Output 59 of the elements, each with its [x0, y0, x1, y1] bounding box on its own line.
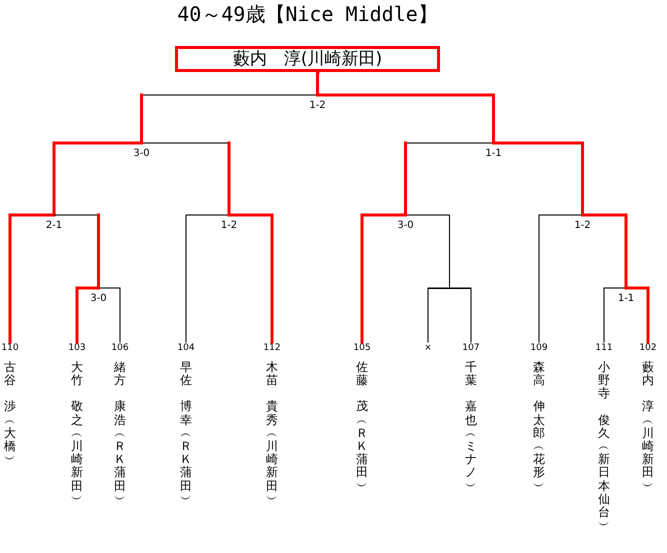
title: 40～49歳【Nice Middle】: [176, 2, 439, 26]
entry-number: 111: [595, 342, 613, 354]
entry-number: 106: [111, 342, 129, 354]
bracket-line: [449, 288, 472, 342]
player-name: 敬之︵川崎新田︶: [71, 400, 83, 506]
bracket-line: [8, 214, 56, 344]
entry-number: 112: [263, 342, 281, 354]
entry-number: 105: [353, 342, 371, 354]
bracket-line: [624, 286, 650, 344]
player-name: 貴秀︵川崎新田︶: [266, 400, 278, 506]
player-name: 早佐: [180, 361, 192, 388]
entry-number: 104: [177, 342, 195, 354]
bracket-line: [98, 288, 120, 342]
bracket-line: [492, 142, 584, 216]
player-name: 伸太郎︵花形︶: [533, 400, 545, 493]
bracket-line: [76, 286, 100, 344]
player-name: 藪内: [642, 361, 654, 388]
bracket-line: [428, 288, 450, 342]
score-label: 3-0: [397, 220, 414, 231]
player-name: 緒方: [114, 361, 126, 388]
entry-number: 103: [68, 342, 86, 354]
bracket-line: [316, 94, 495, 144]
score-label: 1-1: [485, 148, 502, 159]
score-label: 1-2: [574, 220, 591, 231]
player-name: 佐藤: [356, 361, 368, 388]
bracket-line: [360, 214, 407, 344]
score-label: 1-1: [618, 293, 634, 304]
player-name: 渉︵大橋︶: [4, 400, 16, 466]
entry-number: 110: [1, 342, 19, 354]
bracket-line: [316, 70, 320, 96]
player-name: 淳︵川崎新田︶: [642, 400, 654, 493]
bracket-line: [538, 214, 583, 342]
score-label: 1-2: [309, 100, 326, 111]
player-name: 小野寺: [598, 361, 610, 401]
player-name: 博幸︵ＲＫ蒲田︶: [180, 400, 192, 506]
bracket-line: [186, 214, 230, 342]
bracket-line: [52, 142, 143, 216]
bracket-line: [228, 214, 274, 344]
player-name: 森高: [533, 361, 545, 388]
player-name: 茂︵ＲＫ蒲田︶: [356, 400, 368, 493]
score-label: 3-0: [90, 293, 107, 304]
bracket-line: [581, 214, 628, 290]
player-name: 千葉: [465, 361, 477, 388]
player-name: 俊久︵新日本仙台︶: [598, 414, 610, 532]
entry-number: 102: [639, 342, 657, 354]
player-name: 古谷: [4, 361, 16, 388]
bracket-line: [604, 288, 626, 342]
entry-number: ×: [424, 342, 432, 354]
score-label: 2-1: [46, 220, 62, 231]
winner-box: 藪内 淳(川崎新田): [175, 46, 440, 72]
bracket-line: [405, 214, 450, 288]
player-name: 大竹: [71, 361, 83, 388]
player-name: 康浩︵ＲＫ蒲田︶: [114, 400, 126, 506]
score-label: 3-0: [133, 148, 150, 159]
score-label: 1-2: [220, 220, 238, 231]
entry-number: 107: [462, 342, 480, 354]
player-name: 嘉也︵ミナノ︶: [465, 400, 477, 493]
player-name: 木苗: [266, 361, 278, 388]
entry-number: 109: [530, 342, 548, 354]
